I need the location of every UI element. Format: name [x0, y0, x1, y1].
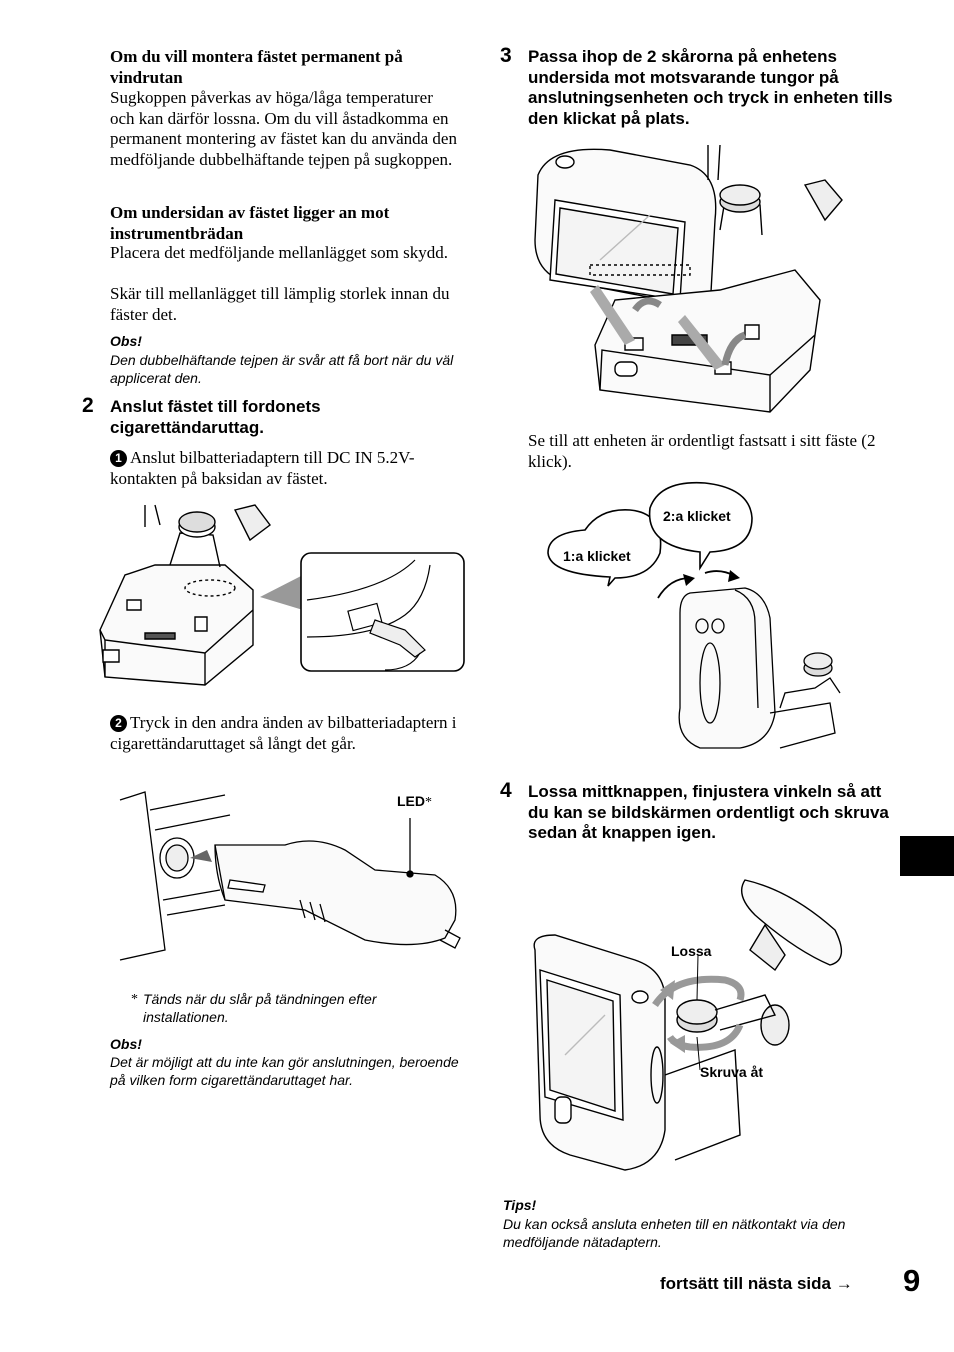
substep-text-2: Tryck in den andra änden av bilbatteriad…: [110, 713, 457, 753]
step3-note: Se till att enheten är ordentligt fastsa…: [528, 431, 876, 471]
mount-adapter-illustration: [85, 505, 470, 690]
substep-number-2: 2: [110, 715, 127, 732]
tips-text: Du kan också ansluta enheten till en nät…: [503, 1216, 846, 1250]
footnote-text: Tänds när du slår på tändningen efter in…: [143, 991, 377, 1025]
step-title-2: Anslut fästet till fordonets cigarettänd…: [110, 397, 321, 437]
step-title-3: Passa ihop de 2 skårorna på enhetens und…: [528, 47, 893, 128]
section-heading-permanent-mount: Om du vill montera fästet permanent på v…: [110, 47, 403, 87]
step-number-2: 2: [82, 394, 94, 417]
chapter-tab: [900, 836, 954, 876]
bubble-first-click: 1:a klicket: [563, 548, 631, 564]
obs-title-1: Obs!: [110, 333, 142, 349]
section-body-dashboard-2: Skär till mellanlägget till lämplig stor…: [110, 284, 450, 324]
step-number-3: 3: [500, 44, 512, 67]
footnote-asterisk: *: [131, 992, 138, 1007]
section-body-permanent-mount: Sugkoppen påverkas av höga/låga temperat…: [110, 88, 457, 169]
device-attach-illustration: [530, 140, 860, 415]
continue-next-page: fortsätt till nästa sida →: [660, 1274, 853, 1294]
substep-text-1: Anslut bilbatteriadaptern till DC IN 5.2…: [110, 448, 415, 488]
cigarette-plug-illustration: [115, 790, 465, 970]
section-heading-dashboard: Om undersidan av fästet ligger an mot in…: [110, 203, 390, 243]
two-clicks-illustration: [540, 478, 840, 773]
section-body-dashboard-1: Placera det medföljande mellanlägget som…: [110, 243, 449, 262]
substep-number-1: 1: [110, 450, 127, 467]
led-label: LED*: [397, 793, 432, 811]
led-label-asterisk: *: [425, 795, 432, 810]
led-label-text: LED: [397, 793, 425, 809]
page-number: 9: [903, 1263, 921, 1298]
step-title-4: Lossa mittknappen, finjustera vinkeln så…: [528, 782, 889, 842]
label-loosen: Lossa: [671, 943, 712, 959]
knob-adjust-illustration: [525, 875, 855, 1180]
obs-text-1: Den dubbelhäftande tejpen är svår att få…: [110, 352, 454, 386]
right-arrow-icon: →: [835, 1274, 853, 1293]
continue-text: fortsätt till nästa sida: [660, 1274, 831, 1293]
label-tighten: Skruva åt: [700, 1064, 764, 1080]
obs-title-2: Obs!: [110, 1036, 142, 1052]
footnote: * Tänds när du slår på tändningen efter …: [131, 990, 461, 1025]
bubble-second-click: 2:a klicket: [663, 508, 731, 524]
tips-title: Tips!: [503, 1197, 537, 1213]
step-number-4: 4: [500, 779, 512, 802]
obs-text-2: Det är möjligt att du inte kan gör anslu…: [110, 1054, 459, 1088]
